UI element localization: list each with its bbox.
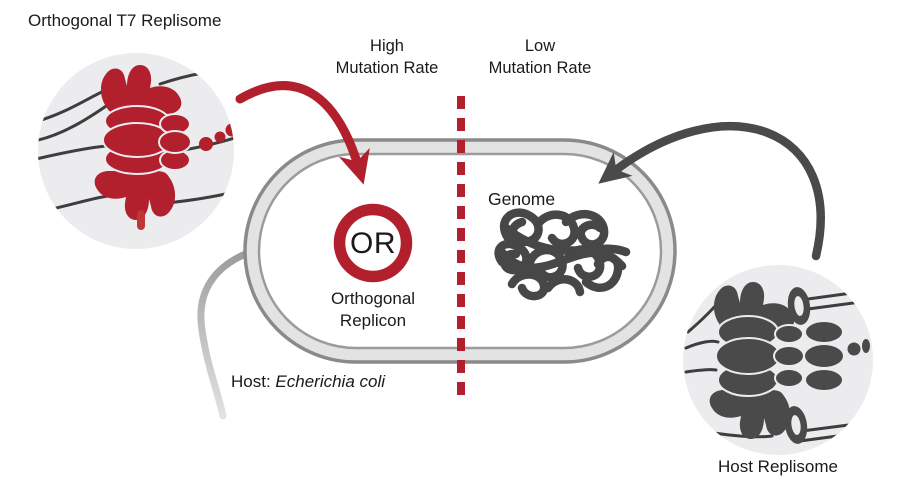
flagellum bbox=[197, 246, 260, 420]
high-mutation-line2: Mutation Rate bbox=[335, 58, 439, 77]
high-mutation-rate-label: High Mutation Rate bbox=[302, 36, 472, 79]
orthogonal-replicon-ring bbox=[333, 203, 413, 283]
host-species-label: Host: Echerichia coli bbox=[231, 372, 385, 392]
replicon-line1: Orthogonal bbox=[330, 289, 416, 308]
host-to-genome-arrow bbox=[598, 122, 825, 261]
replicon-line2: Replicon bbox=[339, 311, 407, 330]
orthogonal-replisome-icon bbox=[38, 53, 234, 249]
low-mutation-rate-label: Low Mutation Rate bbox=[455, 36, 625, 79]
low-mutation-line1: Low bbox=[524, 37, 556, 55]
t7-polymerase-blobs bbox=[94, 65, 182, 230]
host-replisome-icon bbox=[683, 265, 873, 455]
host-helicase-ellipses bbox=[715, 315, 845, 397]
figure-title: Orthogonal T7 Replisome bbox=[28, 11, 222, 30]
host-prefix: Host: bbox=[231, 372, 276, 391]
sliding-clamp-rings bbox=[784, 287, 811, 444]
host-species-name: Echerichia coli bbox=[275, 372, 386, 391]
high-mutation-line1: High bbox=[370, 37, 404, 55]
nucleotide-dots bbox=[847, 339, 870, 356]
host-replisome-label: Host Replisome bbox=[718, 457, 838, 476]
genome-squiggle bbox=[494, 208, 631, 301]
or-badge-label: OR bbox=[350, 227, 396, 260]
genome-label: Genome bbox=[488, 189, 556, 209]
low-mutation-line2: Mutation Rate bbox=[488, 58, 592, 77]
orthogonal-replicon-label: Orthogonal Replicon bbox=[297, 288, 449, 332]
t7-helicase-ellipses bbox=[102, 105, 192, 175]
t7-to-replicon-arrow bbox=[235, 81, 370, 185]
